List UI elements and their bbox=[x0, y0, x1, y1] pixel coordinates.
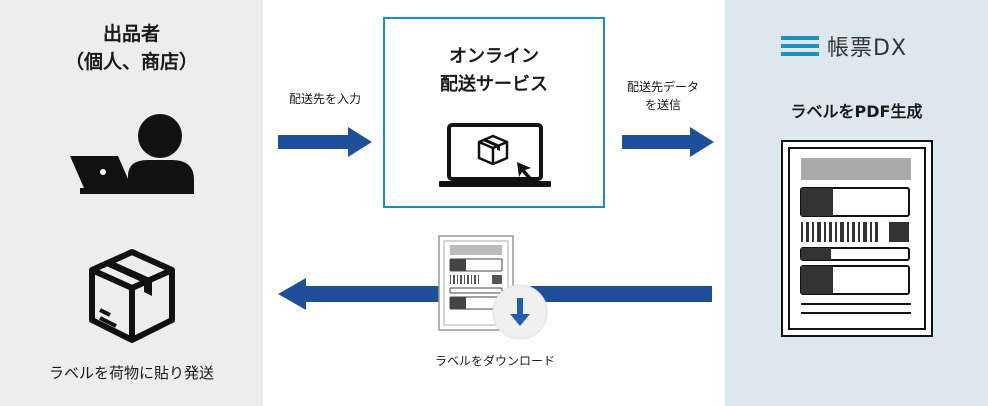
service-title: オンライン 配送サービス bbox=[385, 43, 603, 99]
seller-title-line1: 出品者 bbox=[102, 23, 160, 45]
send-data-label-line2: を送信 bbox=[644, 98, 681, 112]
service-title-line2: 配送サービス bbox=[440, 74, 548, 95]
seller-title: 出品者 （個人、商店） bbox=[0, 20, 263, 76]
ship-caption: ラベルを荷物に貼り発送 bbox=[48, 364, 214, 382]
download-icon bbox=[492, 284, 548, 340]
brand-logo: 帳票DX bbox=[781, 32, 908, 61]
brand-name: 帳票DX bbox=[827, 36, 908, 61]
laptop-box-icon bbox=[439, 123, 551, 187]
online-shipping-service-box: オンライン 配送サービス bbox=[383, 17, 605, 208]
send-data-label-line1: 配送先データ bbox=[626, 80, 699, 94]
pdf-caption: ラベルをPDF生成 bbox=[790, 102, 923, 121]
pdf-label-sheet bbox=[781, 140, 933, 337]
input-label: 配送先を入力 bbox=[288, 92, 361, 106]
brand-logo-icon bbox=[781, 36, 819, 56]
send-data-label: 配送先データ を送信 bbox=[612, 78, 714, 114]
box-icon bbox=[89, 249, 175, 343]
seller-title-line2: （個人、商店） bbox=[64, 51, 198, 73]
download-label: ラベルをダウンロード bbox=[434, 354, 555, 368]
send-data-arrow bbox=[622, 127, 714, 157]
input-arrow bbox=[278, 127, 372, 157]
service-title-line1: オンライン bbox=[449, 46, 539, 67]
user-laptop-icon bbox=[70, 114, 194, 194]
